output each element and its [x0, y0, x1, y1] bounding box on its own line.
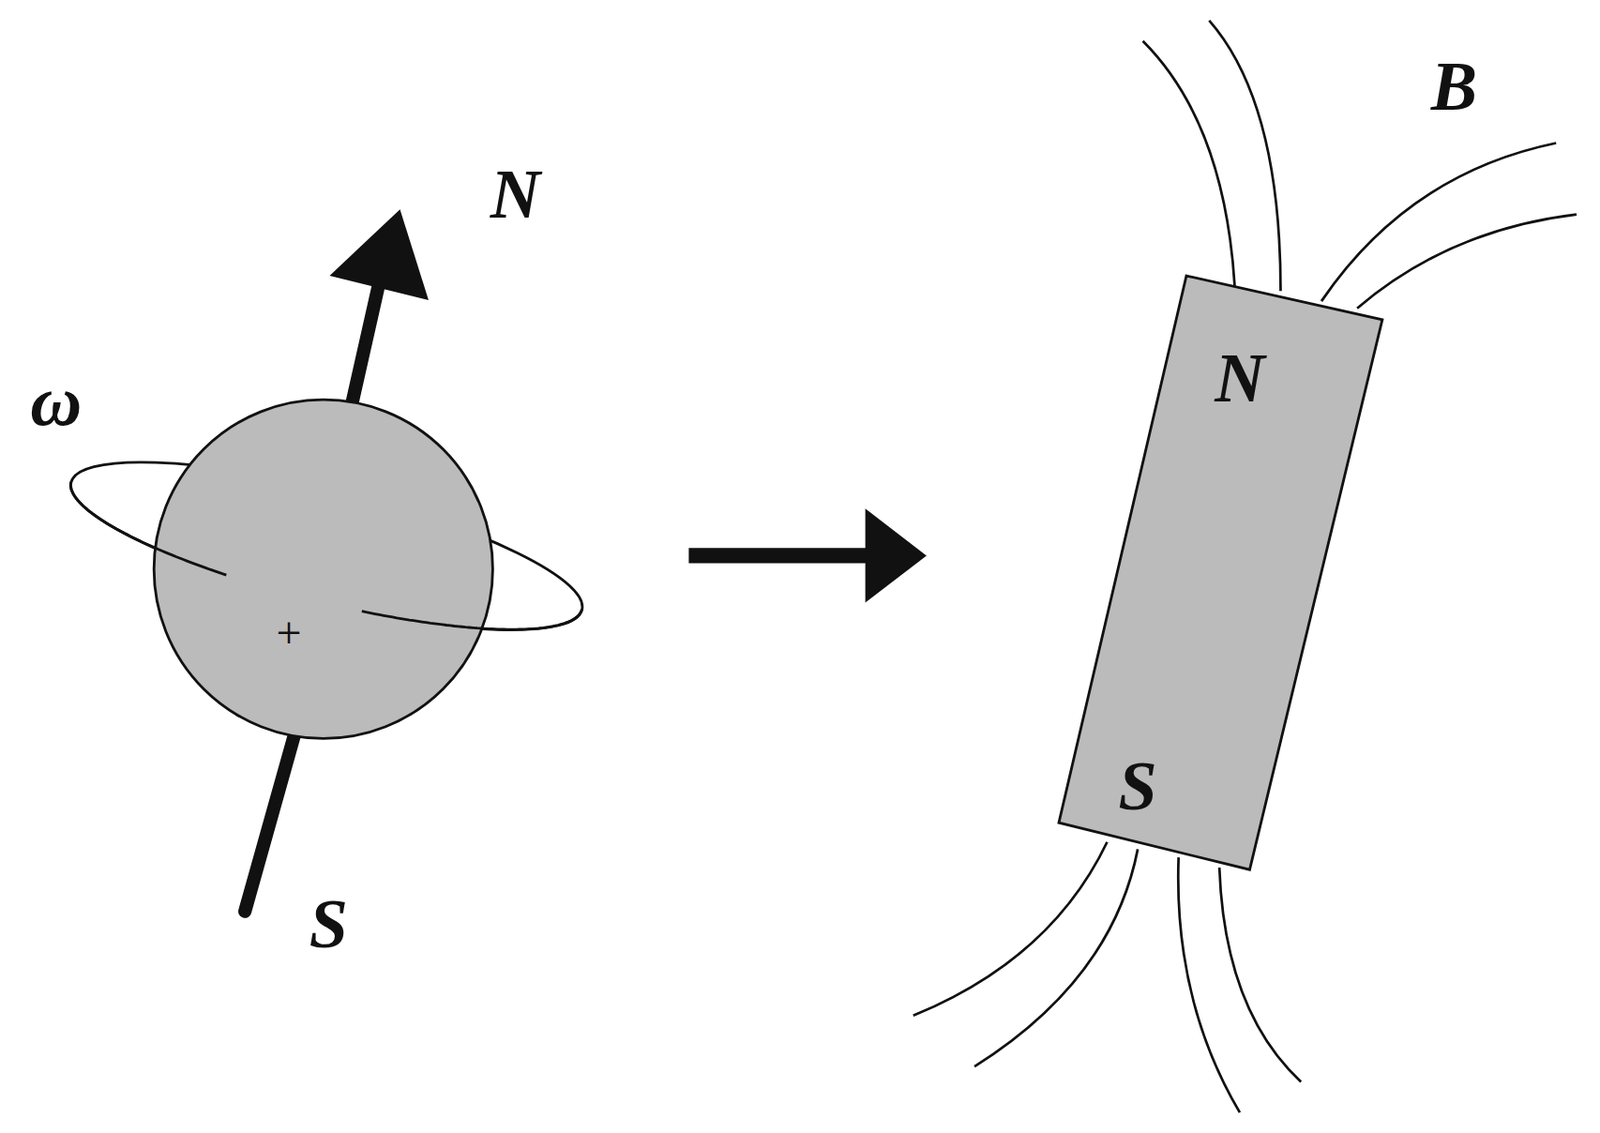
nucleus-circle-outline: [151, 397, 496, 741]
bar-magnet: NS: [1058, 275, 1383, 870]
field-label: B: [1431, 51, 1478, 121]
pole-label: N: [1214, 343, 1265, 413]
magnet-body: [1058, 275, 1383, 870]
process-arrow: [688, 508, 927, 603]
field-lines: [913, 20, 1577, 1113]
nucleus-circle: +: [151, 397, 496, 741]
north-pole-label: N: [490, 159, 541, 229]
pole-label: S: [1118, 751, 1158, 821]
angular-velocity-label: ω: [30, 363, 82, 436]
arrow-head: [865, 508, 927, 603]
spin-orbit-front: [70, 482, 227, 575]
arrow-shaft: [688, 547, 867, 563]
nucleus-body: [153, 399, 493, 739]
spin-axis-tail: [244, 737, 294, 912]
spin-axis: [351, 280, 379, 404]
south-pole-label: S: [309, 889, 348, 959]
spin-orbit-front: [362, 609, 583, 630]
spin-axis-head: [329, 209, 429, 301]
charge-sign: +: [275, 610, 302, 656]
